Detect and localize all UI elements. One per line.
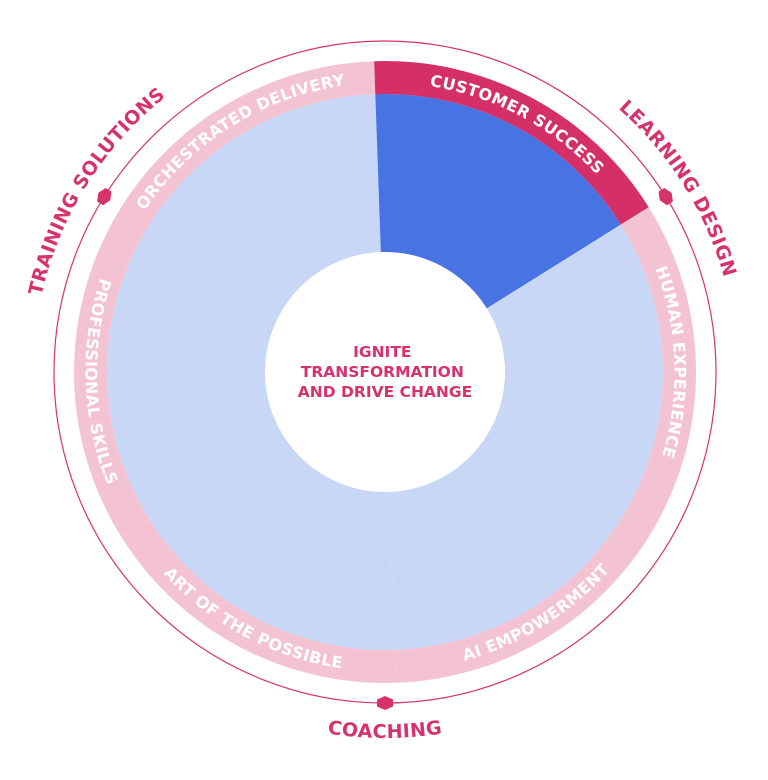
hexagon-marker-icon: [377, 696, 393, 710]
center-title-line-2: TRANSFORMATION: [301, 363, 464, 381]
ring-segment-human-experience[interactable]: [620, 207, 696, 519]
hexagon-marker-icon: [97, 187, 112, 206]
wedge-professional-skills[interactable]: [106, 241, 385, 520]
outer-label-coaching[interactable]: COACHING: [327, 717, 444, 743]
ring-segment-professional-skills[interactable]: [74, 225, 150, 537]
center-disc: [265, 252, 505, 492]
wedge-human-experience[interactable]: [385, 224, 664, 503]
center-title-line-1: IGNITE: [353, 343, 411, 361]
ring-segment-orchestrated-delivery[interactable]: [110, 61, 376, 242]
ring-segment-customer-success[interactable]: [374, 61, 649, 225]
ring-segment-ai-empowerment[interactable]: [394, 502, 660, 683]
ring-segment-art-of-the-possible[interactable]: [121, 519, 396, 683]
hexagon-marker-icon: [658, 187, 673, 206]
ring-layer: [74, 61, 696, 683]
center-title-line-3: AND DRIVE CHANGE: [298, 383, 472, 401]
center-title: IGNITE TRANSFORMATION AND DRIVE CHANGE: [298, 343, 472, 401]
